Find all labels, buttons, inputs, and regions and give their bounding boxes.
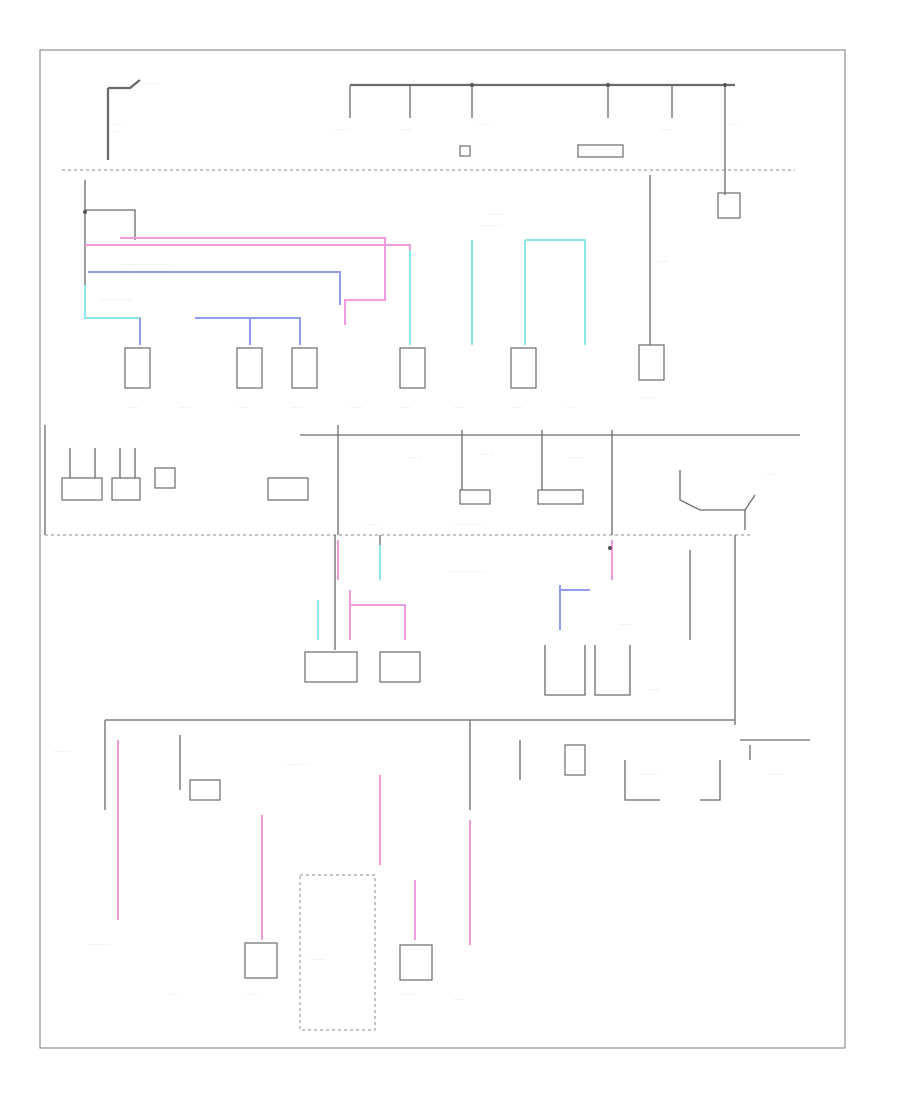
relay-block-center bbox=[267, 477, 309, 501]
svg-text:. . . . .: . . . . . bbox=[620, 621, 631, 626]
svg-text:. . . .: . . . . bbox=[168, 991, 177, 996]
svg-text:. . . . .: . . . . . bbox=[410, 454, 421, 459]
svg-text:. . . . . . .: . . . . . . . bbox=[640, 771, 657, 776]
svg-text:. . . . . .: . . . . . . bbox=[768, 771, 782, 776]
svg-text:. . . . . . . . .: . . . . . . . . . bbox=[480, 222, 502, 227]
svg-text:. . . . .: . . . . . bbox=[765, 471, 776, 476]
coil-3 bbox=[291, 347, 318, 389]
svg-text:. . . .: . . . . bbox=[400, 404, 409, 409]
svg-text:. . . . . . . . . . . . .: . . . . . . . . . . . . . bbox=[100, 296, 132, 301]
coil-injector-section: . . . . . . . . . . . . . . . . . . . . … bbox=[83, 180, 586, 409]
svg-text:. . . . .: . . . . . bbox=[656, 258, 667, 263]
svg-text:. . .: . . . bbox=[113, 128, 119, 133]
top-power-section: . . . . . . . . . . . . . . . . . . . . … bbox=[62, 79, 795, 399]
svg-text:. . . . .: . . . . . bbox=[660, 126, 671, 131]
module-outline bbox=[299, 874, 376, 1031]
svg-text:. . . . . .: . . . . . . bbox=[245, 991, 259, 996]
svg-text:. . . .: . . . . bbox=[455, 996, 464, 1001]
svg-text:. . . .: . . . . bbox=[512, 404, 521, 409]
svg-text:. . . . . . . . . . .: . . . . . . . . . . . bbox=[455, 521, 482, 526]
svg-text:. . . .: . . . . bbox=[180, 404, 189, 409]
relay-block-left bbox=[61, 477, 103, 501]
svg-text:. . . . .: . . . . . bbox=[350, 404, 361, 409]
svg-text:. . . . .: . . . . . bbox=[648, 686, 659, 691]
svg-text:. . . .: . . . . bbox=[292, 404, 301, 409]
svg-text:. . . .: . . . . bbox=[728, 121, 737, 126]
coil-1 bbox=[124, 347, 151, 389]
coil-2 bbox=[236, 347, 263, 389]
coil-4 bbox=[399, 347, 426, 389]
svg-text:. . . .: . . . . bbox=[565, 404, 574, 409]
svg-text:. . . . . . . . . .: . . . . . . . . . . bbox=[285, 761, 309, 766]
svg-text:. . . . .: . . . . . bbox=[478, 121, 489, 126]
svg-text:. . . . . .: . . . . . . bbox=[640, 394, 654, 399]
fan-relay-1 bbox=[304, 651, 358, 683]
svg-text:. . . . . .: . . . . . . bbox=[490, 211, 504, 216]
svg-text:. . . . . .: . . . . . . bbox=[145, 80, 159, 85]
svg-text:. . . . . .: . . . . . . bbox=[400, 991, 414, 996]
svg-text:. . . .: . . . . bbox=[128, 404, 137, 409]
diagram-border bbox=[39, 49, 846, 1049]
svg-text:. . . . .: . . . . . bbox=[400, 126, 411, 131]
svg-text:. . . . . .: . . . . . . bbox=[335, 126, 349, 131]
coil-5 bbox=[510, 347, 537, 389]
svg-text:. . . . . . . . . . . . . .: . . . . . . . . . . . . . . bbox=[450, 568, 484, 573]
lower-motor-2 bbox=[399, 944, 433, 981]
svg-text:. . . . . . . . . . . . . . .: . . . . . . . . . . . . . . . . . . . . bbox=[120, 261, 170, 266]
svg-text:. . . . . .: . . . . . . bbox=[570, 454, 584, 459]
svg-text:. . . . . .: . . . . . . bbox=[310, 956, 324, 961]
right-relay-block bbox=[638, 344, 665, 381]
svg-text:. . . .: . . . . bbox=[455, 404, 464, 409]
svg-text:. . . . . .: . . . . . . bbox=[55, 748, 69, 753]
top-right-relay bbox=[717, 192, 741, 219]
fan-relay-2 bbox=[379, 651, 421, 683]
svg-text:. . . .: . . . . bbox=[238, 404, 247, 409]
left-fuse-feed bbox=[106, 79, 141, 160]
middle-relay-section: . . . . . . . . . . . . . . . . . . . . … bbox=[304, 535, 736, 725]
relay-section: . . . . . . . . . . . . . . . . . . . . … bbox=[44, 425, 800, 536]
svg-text:. . . . . .: . . . . . . bbox=[365, 521, 379, 526]
lower-motor-1 bbox=[244, 942, 278, 979]
svg-text:. . . .: . . . . bbox=[113, 121, 122, 126]
svg-text:. . . . .: . . . . . bbox=[482, 451, 493, 456]
lower-section: . . . . . . . . . . . . . . . . . . . . … bbox=[55, 719, 810, 1031]
svg-text:. . . . . . . .: . . . . . . . . bbox=[90, 941, 109, 946]
